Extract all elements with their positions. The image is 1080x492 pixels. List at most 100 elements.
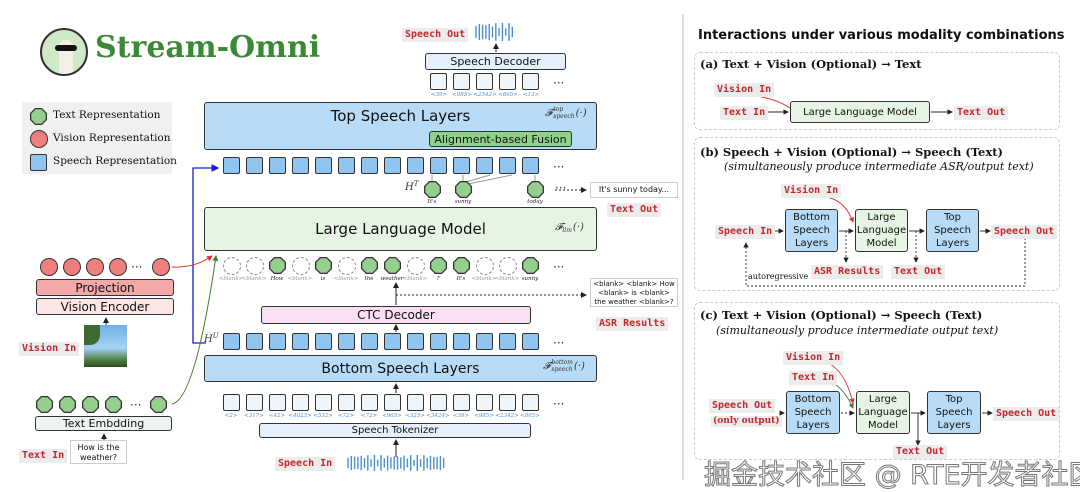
ctc-decoder: CTC Decoder xyxy=(261,306,531,324)
panel-c-llm: Large Language Model xyxy=(856,391,910,434)
ctc-token-label: ? xyxy=(436,276,440,282)
speech-token-label: <2342> xyxy=(495,413,519,419)
panel-a-text-out: Text Out xyxy=(954,106,1009,120)
right-title: Interactions under various modality comb… xyxy=(698,28,1065,43)
text-token-label: sunny xyxy=(454,199,472,205)
panel-b-top-speech-layers: Top Speech Layers xyxy=(926,209,979,252)
speech-token-label: <39> xyxy=(452,413,470,419)
vision-token-circle-icon xyxy=(109,258,127,276)
ellipsis: ··· xyxy=(553,76,565,90)
panel-c-text-in: Text In xyxy=(789,371,838,385)
vision-token-circle-icon xyxy=(40,258,58,276)
text-embedding-octagon-icon xyxy=(59,396,76,413)
speech-token-label: <42> xyxy=(268,413,286,419)
ellipsis: ··· xyxy=(131,260,143,274)
panel-c-title: (c) Text + Vision (Optional) → Speech (T… xyxy=(700,308,983,322)
text-out-label: Text Out xyxy=(607,203,662,217)
panel-c-speech-out-only: Speech Out xyxy=(709,399,776,413)
text-token-octagon-icon xyxy=(384,257,401,274)
bottom-speech-square xyxy=(246,333,263,350)
ctc-token-label: <blank> xyxy=(241,276,267,282)
blank-token-circle-icon xyxy=(223,257,241,275)
legend-speech-square-icon xyxy=(30,154,47,171)
logo-title: Stream-Omni xyxy=(95,30,321,65)
decoder-token-label: <39> xyxy=(430,92,448,98)
panel-c-bottom-speech-layers: Bottom Speech Layers xyxy=(786,391,840,434)
speech-decoder: Speech Decoder xyxy=(425,53,566,70)
speech-token-square xyxy=(292,394,309,411)
top-speech-square xyxy=(499,157,516,174)
speech-token-square xyxy=(338,394,355,411)
panel-c-vision-in: Vision In xyxy=(783,351,844,365)
ctc-token-label: <blank> xyxy=(471,276,497,282)
speech-token-square xyxy=(269,394,286,411)
speech-token-label: <2> xyxy=(224,413,238,419)
top-speech-layers-label: Top Speech Layers xyxy=(330,107,471,125)
speech-tokenizer: Speech Tokenizer xyxy=(259,423,531,438)
legend-item: Vision Representation xyxy=(53,132,171,144)
llama-logo-icon xyxy=(40,28,88,76)
ellipsis: ··· xyxy=(553,397,565,411)
decoder-token-square xyxy=(499,73,516,90)
output-text-box: It's sunny today... xyxy=(590,182,678,198)
panel-c-text-out: Text Out xyxy=(893,445,948,459)
text-token-octagon-icon xyxy=(455,181,472,198)
top-speech-square xyxy=(269,157,286,174)
speech-token-label: <965> xyxy=(382,413,402,419)
ellipsis: ··· xyxy=(130,398,142,412)
text-input-box: How is the weather? xyxy=(70,440,127,464)
decoder-token-square xyxy=(453,73,470,90)
text-embedding-octagon-icon xyxy=(82,396,99,413)
panel-b-subtitle: (simultaneously produce intermediate ASR… xyxy=(724,160,1034,173)
legend-text-octagon-icon xyxy=(30,108,47,125)
text-token-label: today xyxy=(527,199,543,205)
ctc-token-label: It's xyxy=(456,276,466,282)
top-speech-square xyxy=(246,157,263,174)
panel-c-subtitle: (simultaneously produce intermediate out… xyxy=(716,324,999,337)
text-token-octagon-icon xyxy=(269,257,286,274)
ellipsis: ··· xyxy=(553,260,565,274)
projection: Projection xyxy=(36,279,174,296)
bottom-speech-layers: Bottom Speech Layers xyxy=(204,355,597,382)
text-in-label: Text In xyxy=(19,449,68,463)
bottom-speech-square xyxy=(223,333,240,350)
speech-token-square xyxy=(476,394,493,411)
blank-token-circle-icon xyxy=(246,257,264,275)
ctc-token-label: the xyxy=(364,276,374,282)
speech-token-label: <3424> xyxy=(426,413,450,419)
text-embedding: Text Embdding xyxy=(35,416,172,431)
speech-token-square xyxy=(522,394,539,411)
panel-a-title: (a) Text + Vision (Optional) → Text xyxy=(700,57,922,71)
text-token-octagon-icon xyxy=(522,257,539,274)
ctc-token-label: <blank> xyxy=(402,276,428,282)
ctc-token-label: sunny xyxy=(521,276,539,282)
speech-out-label: Speech Out xyxy=(402,28,469,42)
panel-b-bottom-speech-layers: Bottom Speech Layers xyxy=(785,209,838,252)
bottom-speech-square xyxy=(269,333,286,350)
panel-a-llm: Large Language Model xyxy=(790,101,930,123)
speech-token-square xyxy=(453,394,470,411)
panel-b-speech-out: Speech Out xyxy=(991,225,1058,239)
top-speech-square xyxy=(338,157,355,174)
bottom-speech-square xyxy=(476,333,493,350)
vision-in-label: Vision In xyxy=(19,342,80,356)
top-speech-square xyxy=(453,157,470,174)
panel-b xyxy=(694,137,1060,291)
panel-b-speech-in: Speech In xyxy=(715,225,776,239)
ellipsis: ··· xyxy=(553,160,565,174)
top-speech-square xyxy=(407,157,424,174)
speech-token-square xyxy=(223,394,240,411)
text-token-octagon-icon xyxy=(361,257,378,274)
legend: Text Representation Vision Representatio… xyxy=(22,102,177,174)
top-speech-square xyxy=(476,157,493,174)
speech-token-square xyxy=(361,394,378,411)
bottom-speech-square xyxy=(453,333,470,350)
bottom-speech-square xyxy=(522,333,539,350)
panel-a-text-in: Text In xyxy=(720,106,769,120)
